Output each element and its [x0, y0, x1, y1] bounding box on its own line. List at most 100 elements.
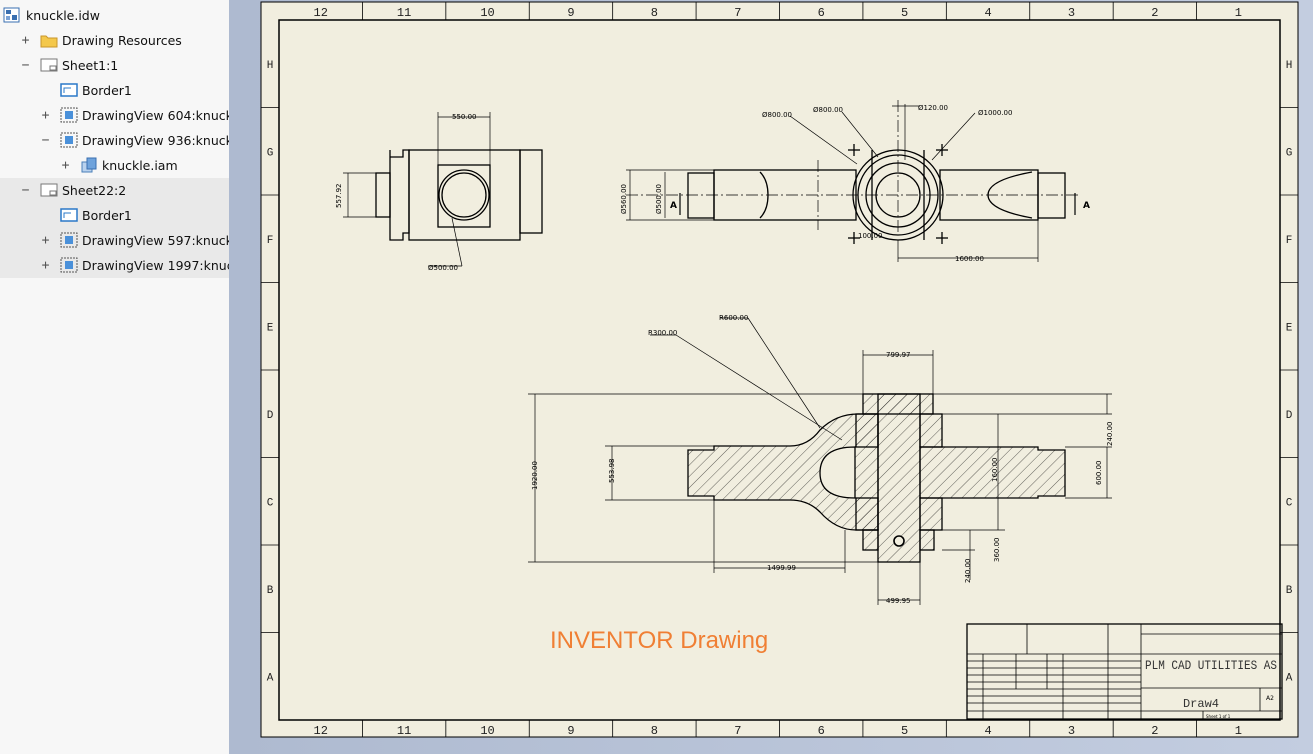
zone-column-label: 8	[651, 724, 658, 738]
browser-item[interactable]: + Drawing Resources	[0, 28, 229, 53]
zone-column-label: 12	[314, 724, 328, 738]
browser-item[interactable]: Border1	[0, 203, 229, 228]
expand-icon[interactable]: +	[41, 258, 50, 273]
sheet-number: Sheet 1 of 1	[1206, 714, 1231, 719]
browser-item-label: DrawingView 936:knuckle.iam	[82, 133, 229, 148]
zone-row-label: F	[1286, 235, 1293, 247]
browser-item-label: Sheet22:2	[62, 183, 127, 198]
collapse-icon[interactable]: −	[41, 133, 50, 148]
zone-row-label: D	[1286, 410, 1293, 422]
top-dia-a: Ø800.00	[762, 111, 792, 119]
top-left-dia-a: Ø560.00	[620, 184, 628, 214]
zone-row-label: A	[267, 672, 274, 684]
zone-column-label: 5	[901, 6, 908, 20]
company-name: PLM CAD UTILITIES AS	[1145, 658, 1277, 673]
section-bottom-width: 499.95	[886, 597, 911, 605]
border-icon	[60, 82, 78, 98]
section-right-top: 240.00	[1106, 422, 1114, 447]
section-bottom-a: 360.00	[993, 538, 1001, 563]
zone-column-label: 3	[1068, 724, 1075, 738]
expand-icon[interactable]: +	[61, 158, 70, 173]
drawing-view-icon	[60, 107, 78, 123]
zone-row-label: G	[1286, 147, 1293, 159]
browser-item[interactable]: + knuckle.iam	[0, 153, 229, 178]
top-view	[626, 100, 1080, 262]
section-bottom-b: 240.00	[964, 559, 972, 584]
zone-column-label: 6	[818, 6, 825, 20]
browser-item[interactable]: − Sheet1:1	[0, 53, 229, 78]
browser-item-label: Border1	[82, 83, 132, 98]
side-width-dim: 550.00	[452, 113, 477, 121]
zone-row-label: H	[267, 60, 274, 72]
section-left-length: 1499.99	[767, 564, 796, 572]
drawing-view-icon	[60, 132, 78, 148]
zone-column-label: 6	[818, 724, 825, 738]
browser-item-label: DrawingView 597:knuckle.iam	[82, 233, 229, 248]
expand-icon[interactable]: +	[41, 233, 50, 248]
zone-column-label: 7	[734, 6, 741, 20]
sheet-icon	[40, 182, 58, 198]
zone-row-label: H	[1286, 60, 1293, 72]
zone-row-label: D	[267, 410, 274, 422]
zone-column-label: 4	[984, 724, 991, 738]
section-top-width: 799.97	[886, 351, 911, 359]
top-dia-c: Ø120.00	[918, 104, 948, 112]
side-dia-dim: Ø500.00	[428, 264, 458, 272]
section-r-small: R300.00	[648, 329, 677, 337]
zone-column-label: 10	[480, 6, 494, 20]
collapse-icon[interactable]: −	[21, 58, 30, 73]
zone-row-label: G	[267, 147, 274, 159]
browser-item-label: DrawingView 604:knuckle.iam	[82, 108, 229, 123]
section-right-mid: 600.00	[1095, 461, 1103, 486]
browser-item-label: knuckle.iam	[102, 158, 178, 173]
browser-item[interactable]: + DrawingView 1997:knuckle.iam	[0, 253, 229, 278]
expand-icon[interactable]: +	[41, 108, 50, 123]
folder-icon	[40, 32, 58, 48]
sheet-border-outer	[260, 1, 1299, 738]
top-dia-d: Ø1000.00	[978, 109, 1012, 117]
top-left-dia-b: Ø500.00	[655, 184, 663, 214]
collapse-icon[interactable]: −	[21, 183, 30, 198]
zone-column-label: 7	[734, 724, 741, 738]
zone-column-label: 11	[397, 6, 411, 20]
zone-row-label: E	[267, 322, 274, 334]
zone-column-label: 2	[1151, 724, 1158, 738]
assembly-icon	[80, 157, 98, 173]
section-label-right: A	[1083, 201, 1090, 211]
zone-column-label: 10	[480, 724, 494, 738]
idw-file-icon	[3, 7, 21, 23]
browser-item[interactable]: + DrawingView 597:knuckle.iam	[0, 228, 229, 253]
section-left-height: 553.98	[608, 459, 616, 484]
border-icon	[60, 207, 78, 223]
zone-row-label: C	[267, 497, 274, 509]
section-view	[687, 393, 1066, 563]
drawing-view-icon	[60, 257, 78, 273]
zone-column-label: 1	[1235, 6, 1242, 20]
zone-column-label: 11	[397, 724, 411, 738]
browser-item[interactable]: Border1	[0, 78, 229, 103]
browser-item-label: Border1	[82, 208, 132, 223]
sheet-icon	[40, 57, 58, 73]
top-dia-b: Ø800.00	[813, 106, 843, 114]
browser-item[interactable]: − DrawingView 936:knuckle.iam	[0, 128, 229, 153]
browser-item-label: DrawingView 1997:knuckle.iam	[82, 258, 229, 273]
browser-item[interactable]: + DrawingView 604:knuckle.iam	[0, 103, 229, 128]
section-label-left: A	[670, 201, 677, 211]
section-r-large: R600.00	[719, 314, 748, 322]
zone-column-label: 3	[1068, 6, 1075, 20]
browser-item-label: Drawing Resources	[62, 33, 182, 48]
browser-item[interactable]: knuckle.idw	[0, 3, 229, 28]
browser-item-label: Sheet1:1	[62, 58, 119, 73]
expand-icon[interactable]: +	[21, 33, 30, 48]
browser-item[interactable]: − Sheet22:2	[0, 178, 229, 203]
zone-column-label: 9	[567, 6, 574, 20]
side-view	[343, 112, 543, 267]
paper-size: A2	[1266, 695, 1274, 702]
zone-row-label: E	[1286, 322, 1293, 334]
side-height-dim: 557.92	[335, 184, 343, 209]
top-length-dim: 1600.00	[955, 255, 984, 263]
